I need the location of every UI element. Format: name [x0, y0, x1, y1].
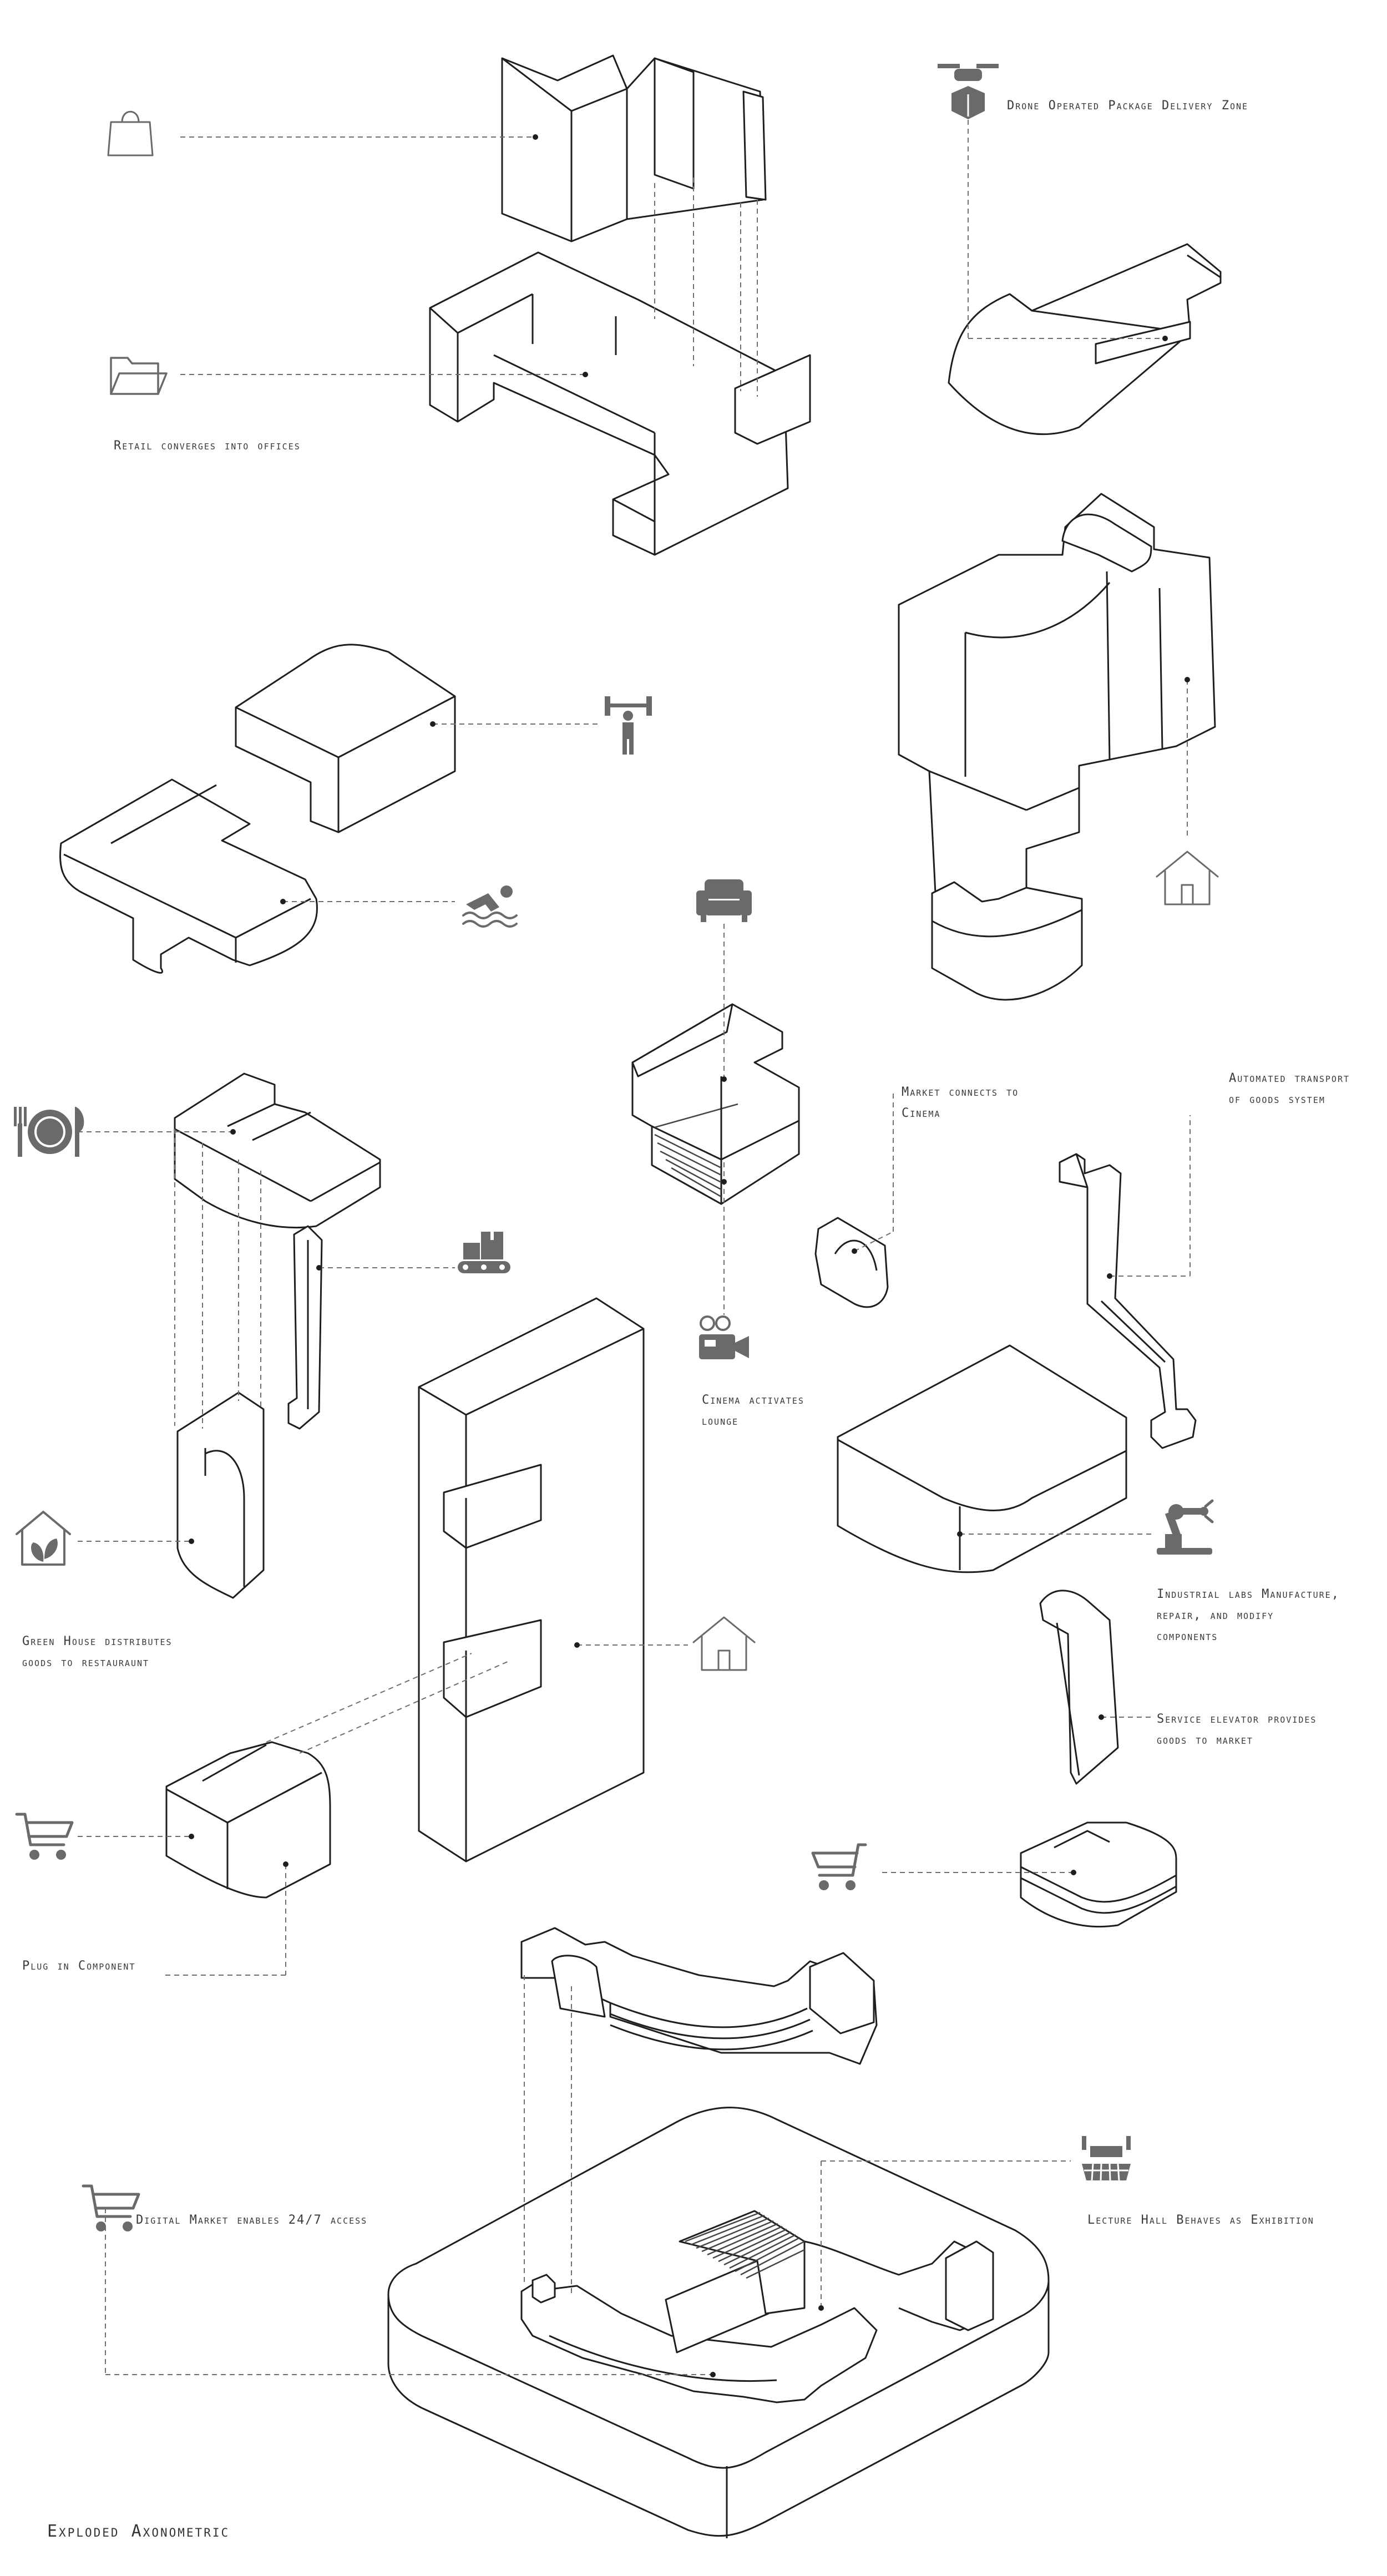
leader-lines	[78, 111, 1191, 2375]
lecture-hall-label: Lecture Hall Behaves as Exhibition	[1087, 2213, 1314, 2227]
market-cinema-connector	[814, 1217, 889, 1308]
conveyor-column	[287, 1225, 323, 1430]
armchair-icon	[696, 879, 752, 922]
shopping-cart-icon	[811, 1843, 867, 1890]
movie-camera-icon	[699, 1315, 749, 1359]
greenhouse-label: Green House distributes goods to restaur…	[22, 1634, 173, 1669]
drone-delivery-label: Drone Operated Package Delivery Zone	[1007, 99, 1249, 113]
automated-transport-pipe	[1059, 1153, 1197, 1449]
plugin-component-block	[165, 1741, 331, 1899]
gym-block	[235, 644, 456, 833]
retail-offices-label: Retail converges into offices	[114, 439, 301, 453]
automated-transport-label: Automated transport of goods system	[1229, 1071, 1350, 1106]
cinema-lounge-label: Cinema activates lounge	[702, 1393, 804, 1428]
lecture-podium-icon	[1082, 2136, 1131, 2181]
cart-market-block	[1020, 1821, 1177, 1927]
drone-package-icon	[938, 64, 999, 119]
market-cinema-label: Market connects to Cinema	[902, 1085, 1019, 1120]
restaurant-block	[174, 1072, 381, 1229]
shopping-cart-icon	[82, 2184, 140, 2231]
shopping-cart-icon	[15, 1813, 74, 1860]
house-icon	[1156, 851, 1219, 905]
service-elevator-label: Service elevator provides goods to marke…	[1157, 1712, 1317, 1747]
house-icon	[692, 1616, 756, 1671]
robot-arm-icon	[1157, 1499, 1214, 1555]
lecture-top-piece	[520, 1927, 878, 2065]
industrial-labs-label: Industrial labs Manufacture, repair, and…	[1157, 1587, 1340, 1643]
conveyor-box-icon	[458, 1232, 510, 1273]
base-platform	[387, 2107, 1050, 2538]
digital-market-label: Digital Market enables 24/7 access	[136, 2213, 368, 2227]
offices-block	[429, 251, 811, 556]
leader-dots	[189, 134, 1190, 2377]
swimmer-icon	[462, 885, 518, 928]
greenhouse-leaf-icon	[16, 1511, 71, 1566]
cinema-lounge-block	[631, 1003, 800, 1205]
service-elevator-block	[1039, 1590, 1119, 1785]
drone-delivery-block	[948, 243, 1222, 436]
shopping-bag-icon	[107, 110, 154, 156]
retail-block	[501, 54, 767, 242]
industrial-lab-block	[837, 1344, 1127, 1573]
plate-cutlery-icon	[14, 1107, 84, 1157]
diagram-title: Exploded Axonometric	[47, 2522, 230, 2541]
central-tower-block	[418, 1297, 645, 1863]
plugin-component-label: Plug in Component	[22, 1959, 136, 1973]
dumbbell-person-icon	[605, 696, 652, 755]
greenhouse-block	[176, 1391, 265, 1599]
folder-icon	[110, 357, 168, 395]
pool-block	[59, 778, 318, 974]
house-tower-block	[898, 493, 1216, 1001]
